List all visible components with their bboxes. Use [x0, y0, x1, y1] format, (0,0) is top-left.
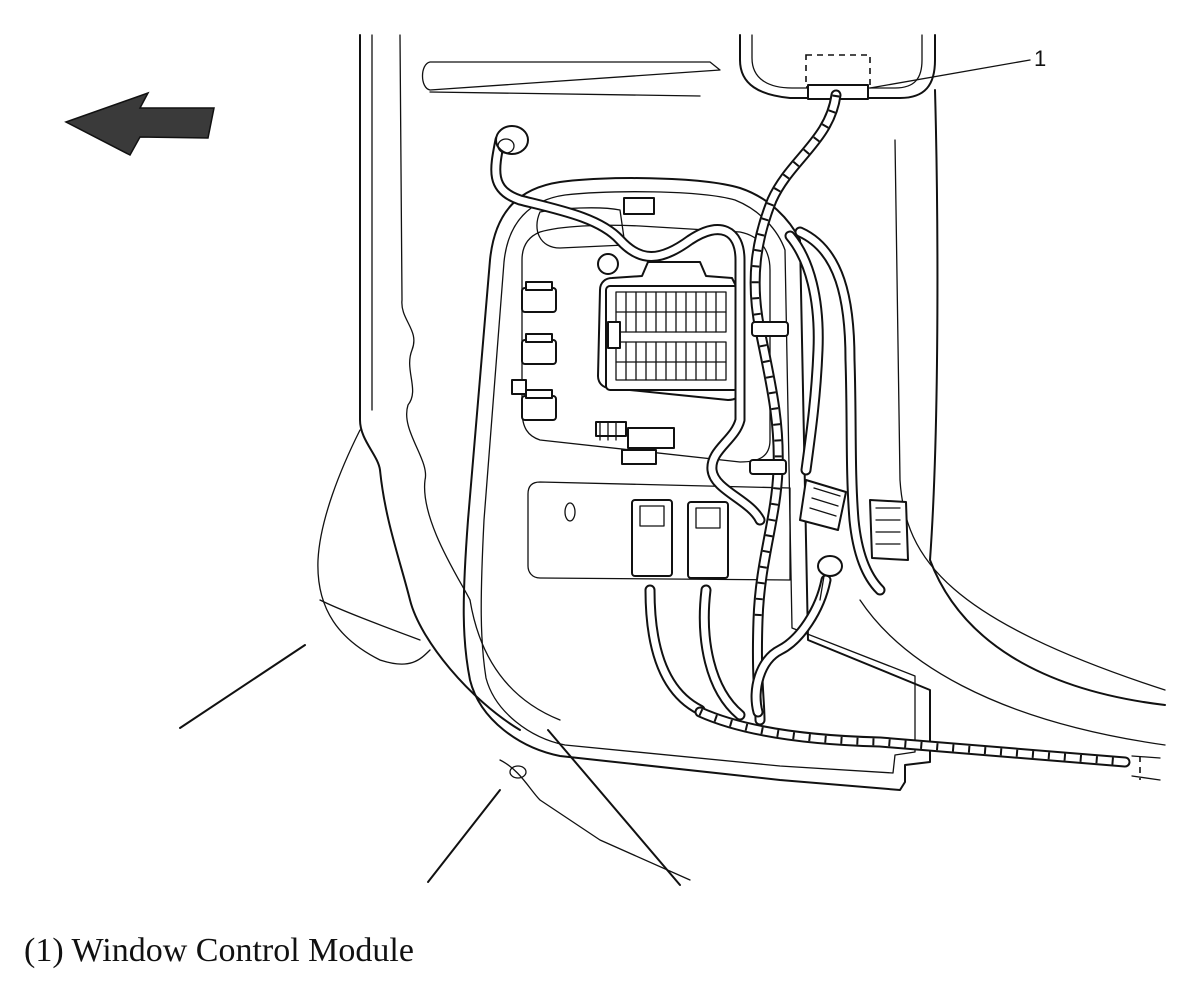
inner-door-panel — [462, 177, 931, 791]
side-connectors — [799, 479, 909, 601]
panel-clips — [511, 197, 675, 465]
caption-number: (1) — [24, 932, 64, 969]
wiring-harness — [490, 89, 1161, 781]
main-harness-connector — [597, 261, 743, 401]
callout-number: 1 — [1034, 46, 1046, 71]
figure-caption: (1) Window Control Module — [24, 932, 414, 970]
left-arrow-icon — [64, 91, 215, 156]
caption-label: Window Control Module — [71, 932, 414, 969]
lower-connectors — [631, 499, 729, 579]
door-frame-outline — [179, 34, 721, 886]
window-control-module-diagram: 1 — [64, 34, 1166, 886]
harness-clips — [597, 253, 789, 475]
harness-grommet — [495, 125, 529, 155]
callout-1: 1 — [869, 46, 1046, 89]
